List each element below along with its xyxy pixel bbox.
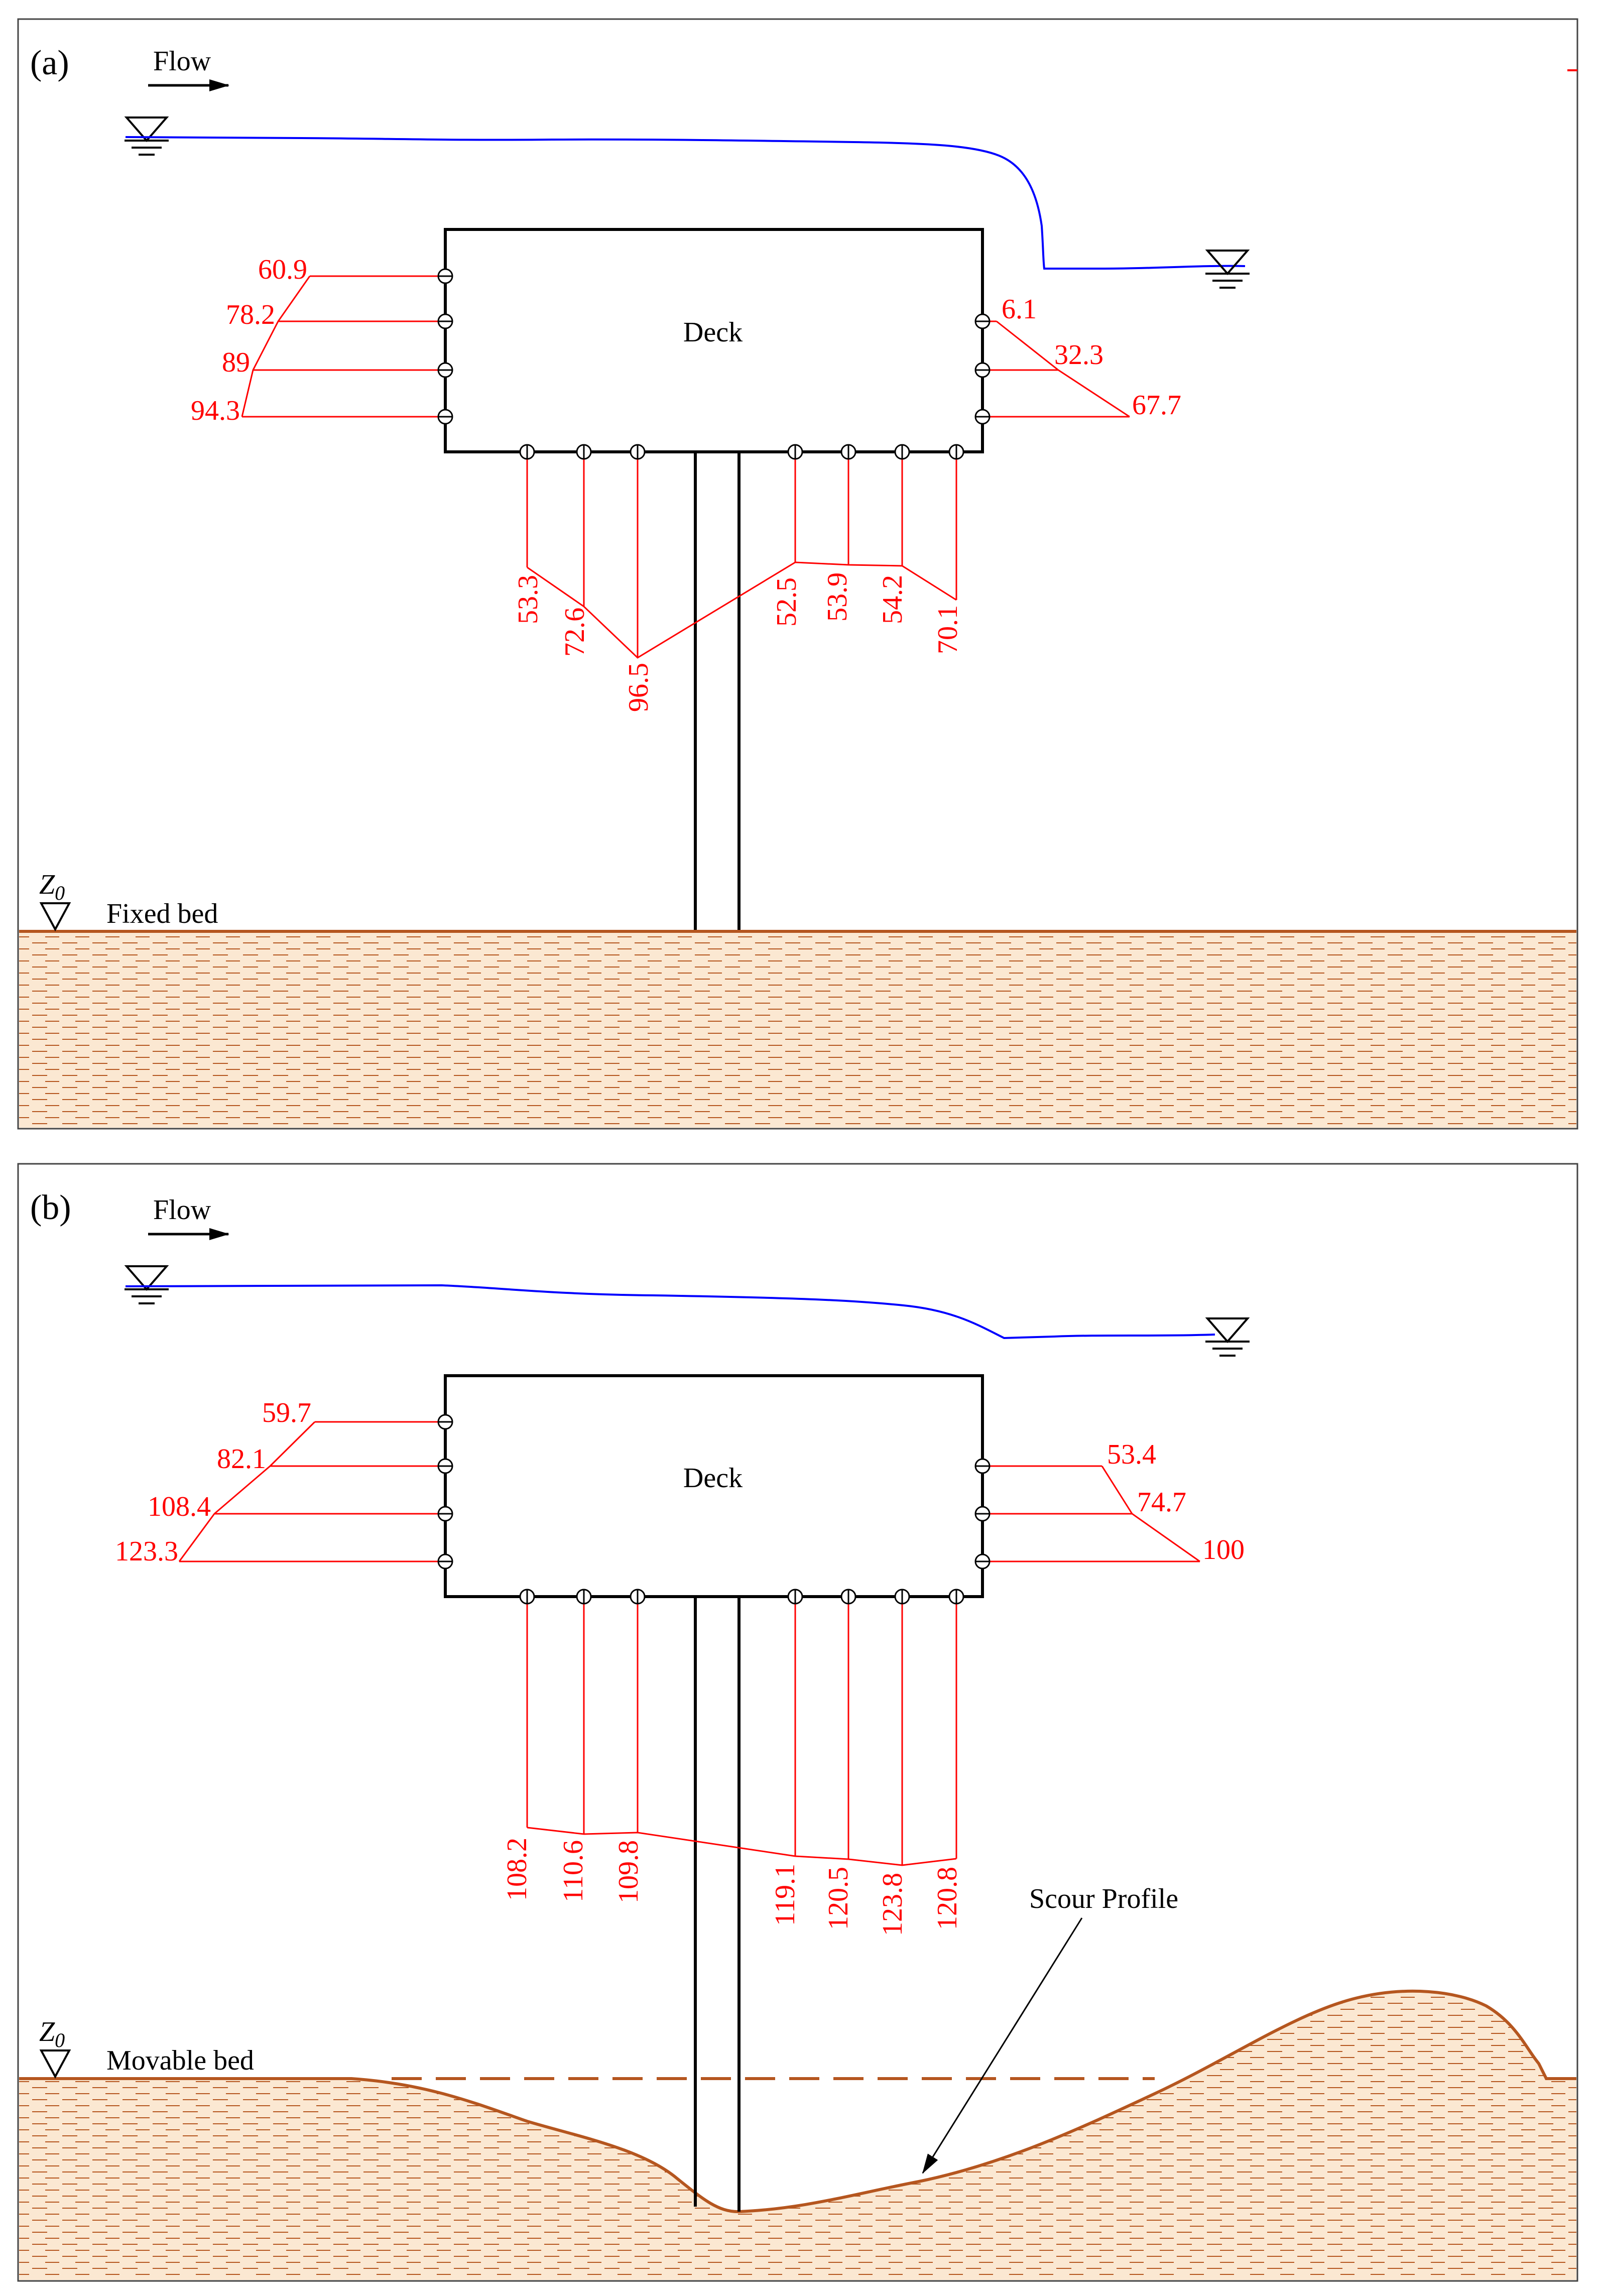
sensor-icon	[894, 444, 910, 460]
panel-b-downstream-value: 53.4	[1107, 1439, 1156, 1470]
sensor-icon	[519, 1589, 535, 1605]
sensor-icon	[437, 1553, 453, 1569]
panel-a-bottom-value: 96.5	[623, 663, 654, 712]
panel-b-water-symbol-upstream-icon	[124, 1265, 169, 1304]
sensor-icon	[519, 444, 535, 460]
sensor-icon	[974, 1458, 991, 1474]
panel-a-downstream-value: 67.7	[1132, 390, 1181, 421]
sensor-icon	[437, 1414, 453, 1430]
panel-a-upstream-profile: 60.9 78.2 89 94.3	[191, 254, 445, 426]
sensor-icon	[437, 268, 453, 284]
panel-b-movable-bed	[19, 1991, 1576, 2280]
panel-a-upstream-value: 60.9	[258, 254, 307, 285]
panel-b-bed-label: Movable bed	[106, 2045, 254, 2076]
panel-b-upstream-value: 59.7	[262, 1397, 311, 1428]
panel-b-bottom-value: 109.8	[613, 1840, 644, 1903]
panel-a-downstream-value: 32.3	[1054, 339, 1103, 371]
panel-b-sensors	[437, 1414, 991, 1605]
panel-a-water-symbol-downstream-icon	[1205, 250, 1250, 289]
panel-a-water-symbol-upstream-icon	[124, 116, 169, 156]
panel-a-bed-symbol: Z0	[39, 869, 65, 904]
panel-a-upstream-value: 94.3	[191, 395, 240, 426]
sensor-icon	[576, 444, 592, 460]
panel-b-water-surface	[125, 1284, 1215, 1340]
panel-a-bed-label: Fixed bed	[106, 898, 218, 929]
sensor-icon	[630, 444, 646, 460]
panel-b-downstream-profile: 53.4 74.7 100	[982, 1439, 1245, 1565]
sensor-icon	[974, 362, 991, 378]
panel-b-upstream-value: 82.1	[217, 1443, 266, 1475]
panel-b: (b) Flow Z0 Movable bed	[17, 1163, 1578, 2282]
sensor-icon	[840, 1589, 856, 1605]
panel-a-upstream-value: 78.2	[226, 299, 275, 330]
sensor-icon	[840, 444, 856, 460]
panel-b-deck	[444, 1374, 984, 1598]
panel-a-downstream-value: 6.1	[1002, 294, 1037, 325]
panel-a-upstream-value: 89	[222, 347, 250, 378]
panel-b-downstream-value: 74.7	[1137, 1487, 1186, 1518]
panel-b-deck-label: Deck	[683, 1463, 743, 1494]
panel-a-flow-label: Flow	[153, 46, 211, 77]
panel-a-sensors	[437, 268, 991, 460]
panel-a-bed-level-icon	[39, 902, 71, 932]
sensor-icon	[437, 313, 453, 329]
panel-b-bottom-profile: 108.2 110.6 109.8 119.1 120.5 123.8 120.…	[502, 1597, 963, 1936]
sensor-icon	[974, 313, 991, 329]
sensor-icon	[974, 1553, 991, 1569]
sensor-icon	[576, 1589, 592, 1605]
panel-b-bottom-value: 119.1	[770, 1864, 801, 1926]
sensor-icon	[974, 409, 991, 425]
panel-b-scour-label: Scour Profile	[1029, 1883, 1178, 1914]
panel-a-bottom-profile: 53.3 72.6 96.5 52.5 53.9 54.2 70.1	[513, 452, 963, 712]
panel-b-bottom-value: 110.6	[558, 1840, 589, 1902]
panel-b-label: (b)	[30, 1188, 71, 1227]
panel-a-downstream-profile: 6.1 32.3 67.7	[982, 294, 1181, 421]
sensor-icon	[894, 1589, 910, 1605]
panel-b-scour-arrow-icon	[922, 1917, 1083, 2174]
sensor-icon	[787, 444, 803, 460]
panel-a-bottom-value: 54.2	[877, 575, 908, 624]
sensor-icon	[437, 409, 453, 425]
panel-a-label: (a)	[30, 44, 69, 82]
panel-a-bottom-value: 53.3	[513, 575, 544, 624]
panel-b-bed-symbol: Z0	[39, 2016, 65, 2051]
panel-b-bottom-value: 120.8	[932, 1867, 963, 1930]
sensor-icon	[787, 1589, 803, 1605]
panel-b-upstream-value: 108.4	[148, 1491, 211, 1522]
panel-b-scour-profile	[19, 1989, 1576, 2214]
panel-b-downstream-value: 100	[1202, 1534, 1245, 1565]
panel-a: (a) Flow Deck	[17, 18, 1578, 1130]
panel-a-bottom-value: 53.9	[822, 572, 853, 622]
sensor-icon	[948, 1589, 964, 1605]
sensor-icon	[437, 362, 453, 378]
panel-a-fixed-bed	[19, 931, 1576, 1128]
panel-a-deck	[444, 228, 984, 453]
panel-b-upstream-value: 123.3	[115, 1536, 178, 1567]
sensor-icon	[948, 444, 964, 460]
panel-b-bottom-value: 108.2	[502, 1838, 533, 1901]
panel-b-upstream-profile: 59.7 82.1 108.4 123.3	[115, 1397, 445, 1567]
panel-b-flow-label: Flow	[153, 1194, 211, 1226]
sensor-icon	[630, 1589, 646, 1605]
panel-a-water-surface	[125, 136, 1246, 270]
sensor-icon	[437, 1458, 453, 1474]
panel-a-deck-label: Deck	[683, 317, 743, 348]
panel-a-bottom-value: 70.1	[932, 605, 963, 654]
panel-b-bed-level-icon	[39, 2049, 71, 2079]
panel-b-water-symbol-downstream-icon	[1205, 1317, 1250, 1357]
sensor-icon	[437, 1506, 453, 1522]
panel-b-frame	[17, 1163, 1578, 2282]
sensor-icon	[974, 1506, 991, 1522]
panel-b-bottom-value: 123.8	[877, 1873, 908, 1936]
panel-a-bottom-value: 72.6	[559, 608, 590, 657]
panel-a-bottom-value: 52.5	[771, 577, 802, 627]
panel-a-frame	[17, 18, 1578, 1130]
panel-b-bottom-value: 120.5	[823, 1867, 854, 1930]
